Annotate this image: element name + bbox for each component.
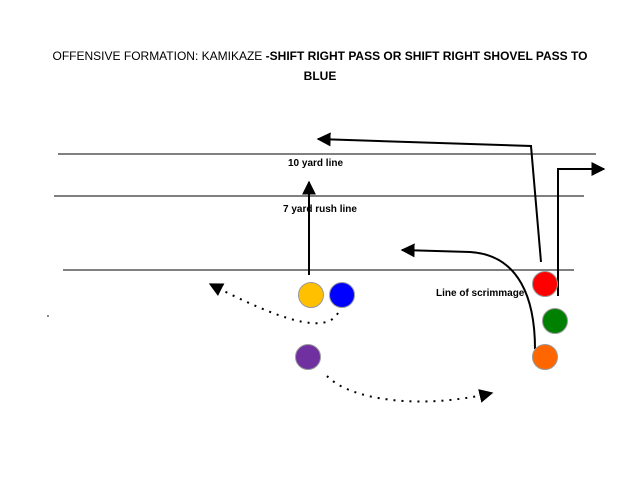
field-dot [47, 315, 49, 317]
formation-name: OFFENSIVE FORMATION: KAMIKAZE [52, 49, 266, 63]
play-description: -SHIFT RIGHT PASS OR SHIFT RIGHT SHOVEL … [265, 49, 588, 83]
yellow-player [298, 282, 324, 308]
ten-yard-label: 10 yard line [288, 158, 343, 169]
green-player [542, 308, 568, 334]
scrimmage-label: Line of scrimmage [436, 288, 525, 299]
orange-player [532, 344, 558, 370]
purple-player [295, 344, 321, 370]
blue-route [208, 283, 339, 325]
green-route [557, 162, 606, 296]
purple-route [326, 375, 494, 403]
rush-line-label: 7 yard rush line [283, 204, 357, 215]
red-player [532, 271, 558, 297]
red-route [316, 132, 542, 263]
orange-route [400, 243, 536, 350]
page-title: OFFENSIVE FORMATION: KAMIKAZE -SHIFT RIG… [40, 46, 600, 86]
blue-player [329, 282, 355, 308]
